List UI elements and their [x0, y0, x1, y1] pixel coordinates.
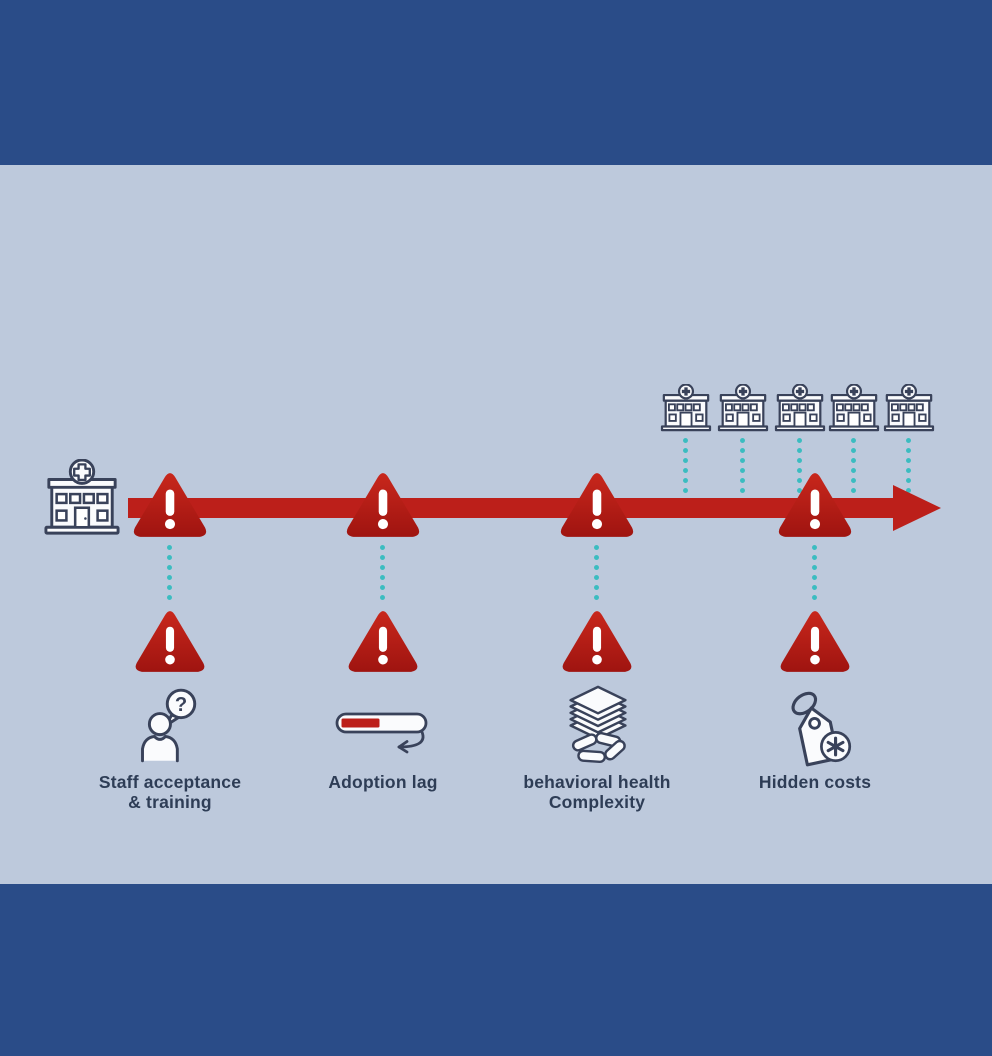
milestone-label-line: Adoption lag — [328, 772, 438, 792]
milestone-label: behavioral health Complexity — [482, 772, 712, 812]
warning-icon — [560, 608, 634, 675]
document-stack-icon — [558, 683, 638, 771]
warning-icon — [346, 608, 420, 675]
dotted-connector — [380, 545, 385, 601]
milestone-label-line: Hidden costs — [758, 772, 872, 792]
person-question-icon — [137, 687, 203, 763]
dotted-connector — [683, 438, 688, 498]
timeline-arrowhead-icon — [893, 485, 941, 531]
warning-icon-on-line — [776, 470, 854, 540]
warning-icon-on-line — [558, 470, 636, 540]
dotted-connector — [594, 545, 599, 601]
warning-icon-on-line — [344, 470, 422, 540]
dotted-connector — [797, 438, 802, 498]
warning-icon-on-line — [131, 470, 209, 540]
milestone-label: Staff acceptance & training — [55, 772, 285, 812]
hospital-icon — [40, 459, 124, 537]
milestone-label: Adoption lag — [268, 772, 498, 792]
milestone-label-line: behavioral health — [523, 772, 671, 792]
price-tag-icon — [779, 684, 855, 770]
dotted-connector — [851, 438, 856, 498]
milestone-label-line: Staff acceptance — [98, 772, 242, 792]
milestone-label-line: Complexity — [548, 792, 646, 812]
hospital-small-icon — [716, 384, 770, 432]
warning-icon — [778, 608, 852, 675]
dotted-connector — [812, 545, 817, 601]
progress-rewind-icon — [335, 711, 431, 757]
milestone-label: Hidden costs — [700, 772, 930, 792]
hospital-small-icon — [773, 384, 827, 432]
warning-icon — [133, 608, 207, 675]
timeline-arrow — [128, 498, 898, 518]
hospital-small-icon — [827, 384, 881, 432]
dotted-connector — [740, 438, 745, 498]
hospital-small-icon — [659, 384, 713, 432]
milestone-label-line: & training — [128, 792, 212, 812]
hospital-small-icon — [882, 384, 936, 432]
dotted-connector — [167, 545, 172, 601]
dotted-connector — [906, 438, 911, 498]
